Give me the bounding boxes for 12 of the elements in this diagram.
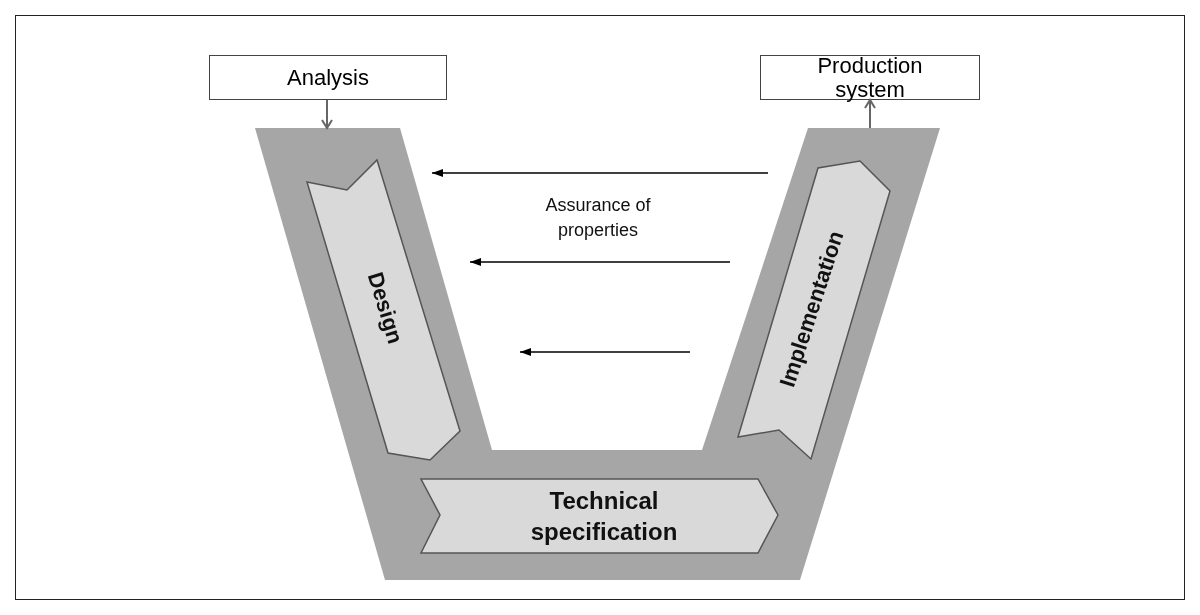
annotation-text: Assurance of properties xyxy=(544,193,652,242)
process-box xyxy=(209,55,447,100)
arrow xyxy=(321,99,333,129)
step-label: Technical specification xyxy=(529,485,679,547)
process-box xyxy=(760,55,980,100)
step-label: Design xyxy=(361,269,409,347)
box-label: Analysis xyxy=(287,65,369,90)
box-label: Production system xyxy=(816,54,924,101)
arrow xyxy=(519,348,691,356)
arrow xyxy=(431,169,769,177)
arrow xyxy=(469,258,731,266)
arrow xyxy=(864,99,876,129)
